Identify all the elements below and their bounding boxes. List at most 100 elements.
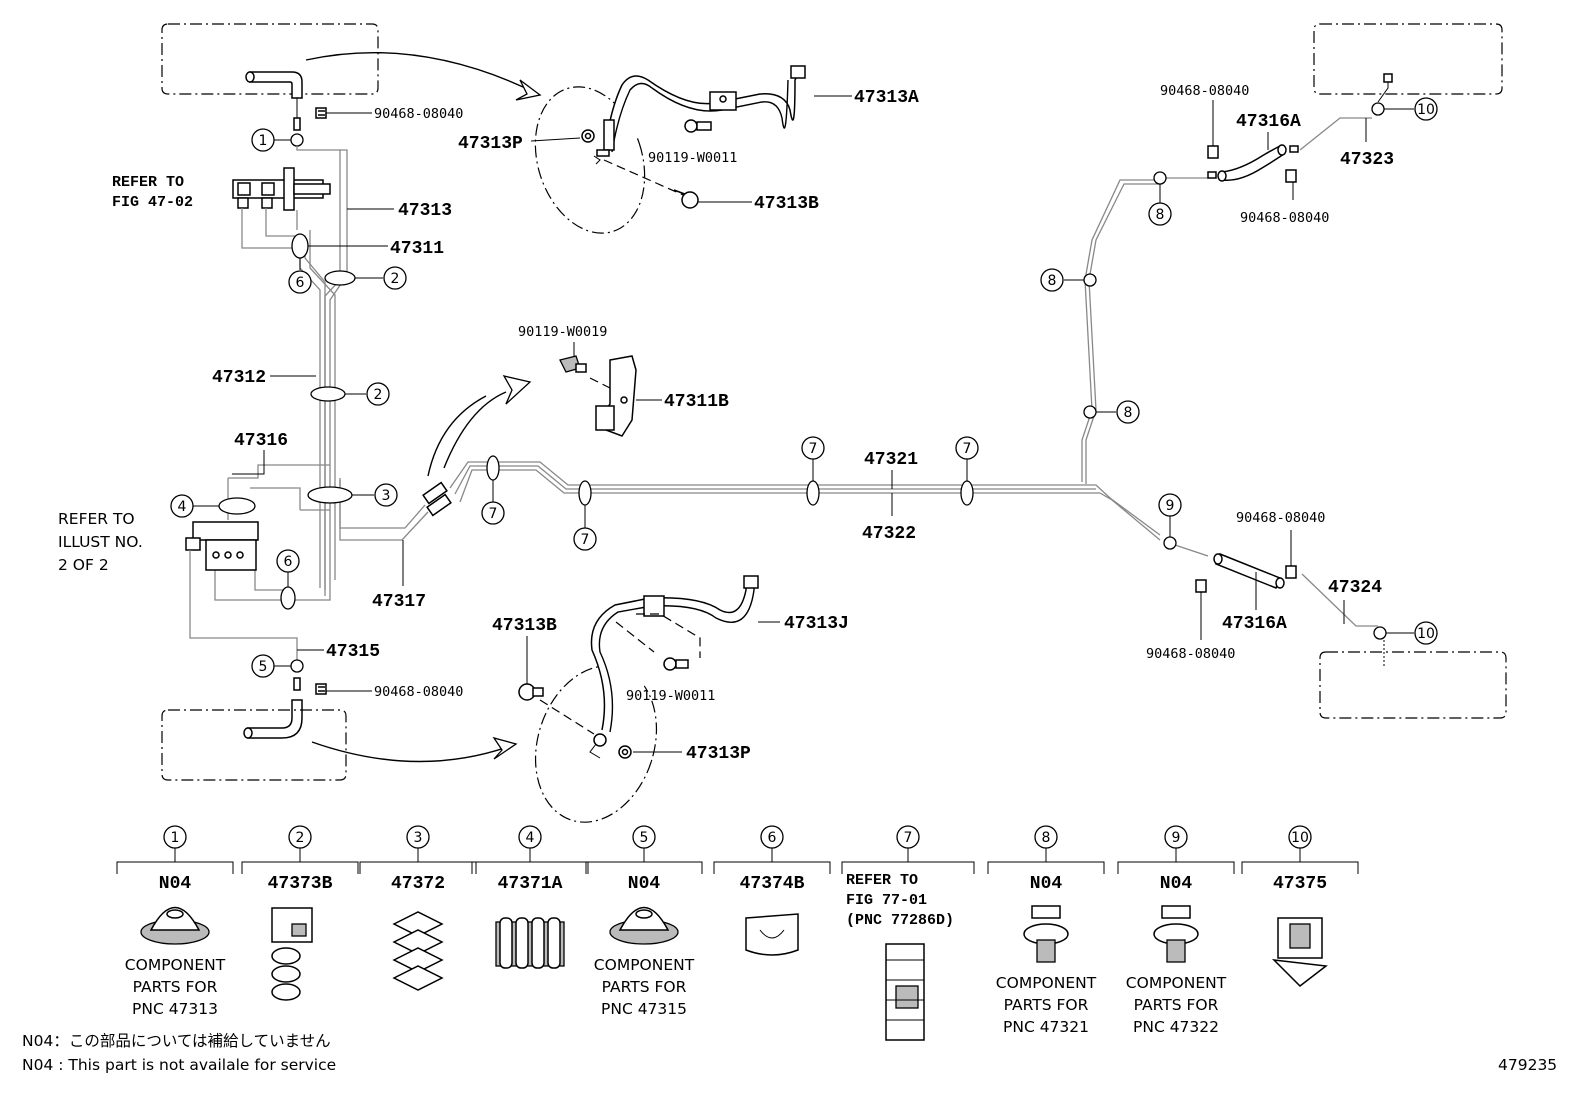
svg-text:90468-08040: 90468-08040 [374, 684, 463, 700]
legend-item-4: 4 47371A [471, 825, 589, 969]
top-hose-detail: 47313A 47313P 90119-W0011 47313B [458, 65, 919, 234]
svg-text:47312: 47312 [212, 368, 266, 388]
svg-text:9: 9 [1166, 498, 1175, 514]
clip-90468-top-left: 90468-08040 [326, 106, 463, 122]
bottom-hose-detail: 90119-W0011 47313P 47313B 47313J [492, 575, 849, 823]
junction-47311b: 90119-W0019 47311B [422, 324, 729, 517]
note-english: N04 : This part is not availale for serv… [22, 1056, 336, 1074]
legend-num: 7 [904, 830, 913, 846]
legend-code: 47375 [1273, 874, 1327, 894]
main-grommets: 7 7 7 7 47321 47322 8 8 8 9 [481, 171, 1182, 551]
illustration-id: 479235 [1498, 1056, 1557, 1074]
svg-text:FIG 47-02: FIG 47-02 [112, 194, 193, 211]
svg-text:8: 8 [1156, 207, 1165, 223]
svg-text:47311: 47311 [390, 239, 444, 259]
svg-text:2: 2 [391, 271, 400, 287]
legend-desc: FIG 77-01 [846, 892, 927, 909]
legend-num: 4 [526, 830, 535, 846]
svg-text:7: 7 [581, 532, 590, 548]
svg-text:90468-08040: 90468-08040 [374, 106, 463, 122]
svg-text:47324: 47324 [1328, 578, 1382, 598]
top-right-hose: 90468-08040 47316A 90468-08040 47323 10 [1160, 23, 1503, 226]
legend-code: 47371A [498, 874, 563, 894]
svg-text:90468-08040: 90468-08040 [1240, 210, 1329, 226]
svg-text:47313B: 47313B [492, 616, 557, 636]
abs-actuator: REFER TO ILLUST NO. 2 OF 2 [58, 510, 259, 574]
svg-text:47316: 47316 [234, 431, 288, 451]
top-left-detail [161, 23, 542, 131]
svg-text:5: 5 [259, 659, 268, 675]
legend-code: 47373B [268, 874, 333, 894]
left-part-labels: 47313 47311 47312 47316 47317 47315 9046… [212, 201, 463, 700]
legend-part-icon [745, 913, 799, 956]
legend-part-icon [1153, 905, 1199, 963]
svg-text:90468-08040: 90468-08040 [1160, 83, 1249, 99]
svg-text:47313P: 47313P [458, 134, 523, 154]
legend-code: 47372 [391, 874, 445, 894]
legend-part-icon [140, 906, 210, 945]
legend-desc: COMPONENT [1126, 974, 1227, 992]
legend-num: 5 [640, 830, 649, 846]
svg-text:90468-08040: 90468-08040 [1146, 646, 1235, 662]
svg-text:6: 6 [284, 554, 293, 570]
svg-text:47321: 47321 [864, 450, 918, 470]
legend-code: N04 [159, 874, 192, 894]
svg-text:47316A: 47316A [1236, 112, 1301, 132]
svg-text:90119-W0011: 90119-W0011 [648, 150, 737, 166]
legend-desc: PNC 47315 [601, 1000, 687, 1018]
svg-text:47311B: 47311B [664, 392, 729, 412]
svg-text:REFER TO: REFER TO [58, 510, 135, 528]
footnotes: N04：この部品については補給していません N04 : This part is… [22, 1032, 1557, 1074]
legend-part-icon [1023, 905, 1069, 963]
svg-text:47323: 47323 [1340, 150, 1394, 170]
note-japanese: N04：この部品については補給していません [22, 1032, 331, 1050]
svg-text:REFER TO: REFER TO [112, 174, 184, 191]
legend-part-icon [271, 907, 313, 1001]
svg-text:47313P: 47313P [686, 744, 751, 764]
legend-code: REFER TO [846, 872, 918, 889]
legend-item-2: 2 47373B [241, 825, 359, 1001]
left-grommets: 6 2 2 3 4 6 [170, 233, 407, 610]
svg-text:47313B: 47313B [754, 194, 819, 214]
legend-item-3: 3 47372 [359, 825, 477, 991]
svg-text:4: 4 [178, 499, 187, 515]
svg-text:47315: 47315 [326, 642, 380, 662]
legend-num: 9 [1172, 830, 1181, 846]
svg-text:10: 10 [1417, 626, 1435, 642]
svg-text:1: 1 [259, 133, 268, 149]
legend-part-icon [392, 911, 444, 991]
svg-text:47313A: 47313A [854, 88, 919, 108]
legend-num: 8 [1042, 830, 1051, 846]
svg-text:90468-08040: 90468-08040 [1236, 510, 1325, 526]
svg-text:47316A: 47316A [1222, 614, 1287, 634]
svg-text:10: 10 [1417, 102, 1435, 118]
legend-desc: PARTS FOR [602, 978, 687, 996]
legend-num: 2 [296, 830, 305, 846]
legend-part-icon [1271, 917, 1328, 987]
legend-desc: (PNC 77286D) [846, 912, 954, 929]
svg-text:2: 2 [374, 387, 383, 403]
legend-desc: COMPONENT [125, 956, 226, 974]
master-cylinder: REFER TO FIG 47-02 [112, 167, 331, 211]
lower-left-line: 5 [161, 550, 518, 781]
legend-desc: PNC 47321 [1003, 1018, 1089, 1036]
svg-text:47313J: 47313J [784, 614, 849, 634]
legend-num: 6 [768, 830, 777, 846]
legend-desc: COMPONENT [996, 974, 1097, 992]
svg-text:8: 8 [1124, 405, 1133, 421]
svg-text:7: 7 [963, 441, 972, 457]
legend-desc: PARTS FOR [1004, 996, 1089, 1014]
legend-num: 3 [414, 830, 423, 846]
legend-desc: COMPONENT [594, 956, 695, 974]
legend-code: N04 [1160, 874, 1193, 894]
svg-text:ILLUST NO.: ILLUST NO. [58, 533, 143, 551]
